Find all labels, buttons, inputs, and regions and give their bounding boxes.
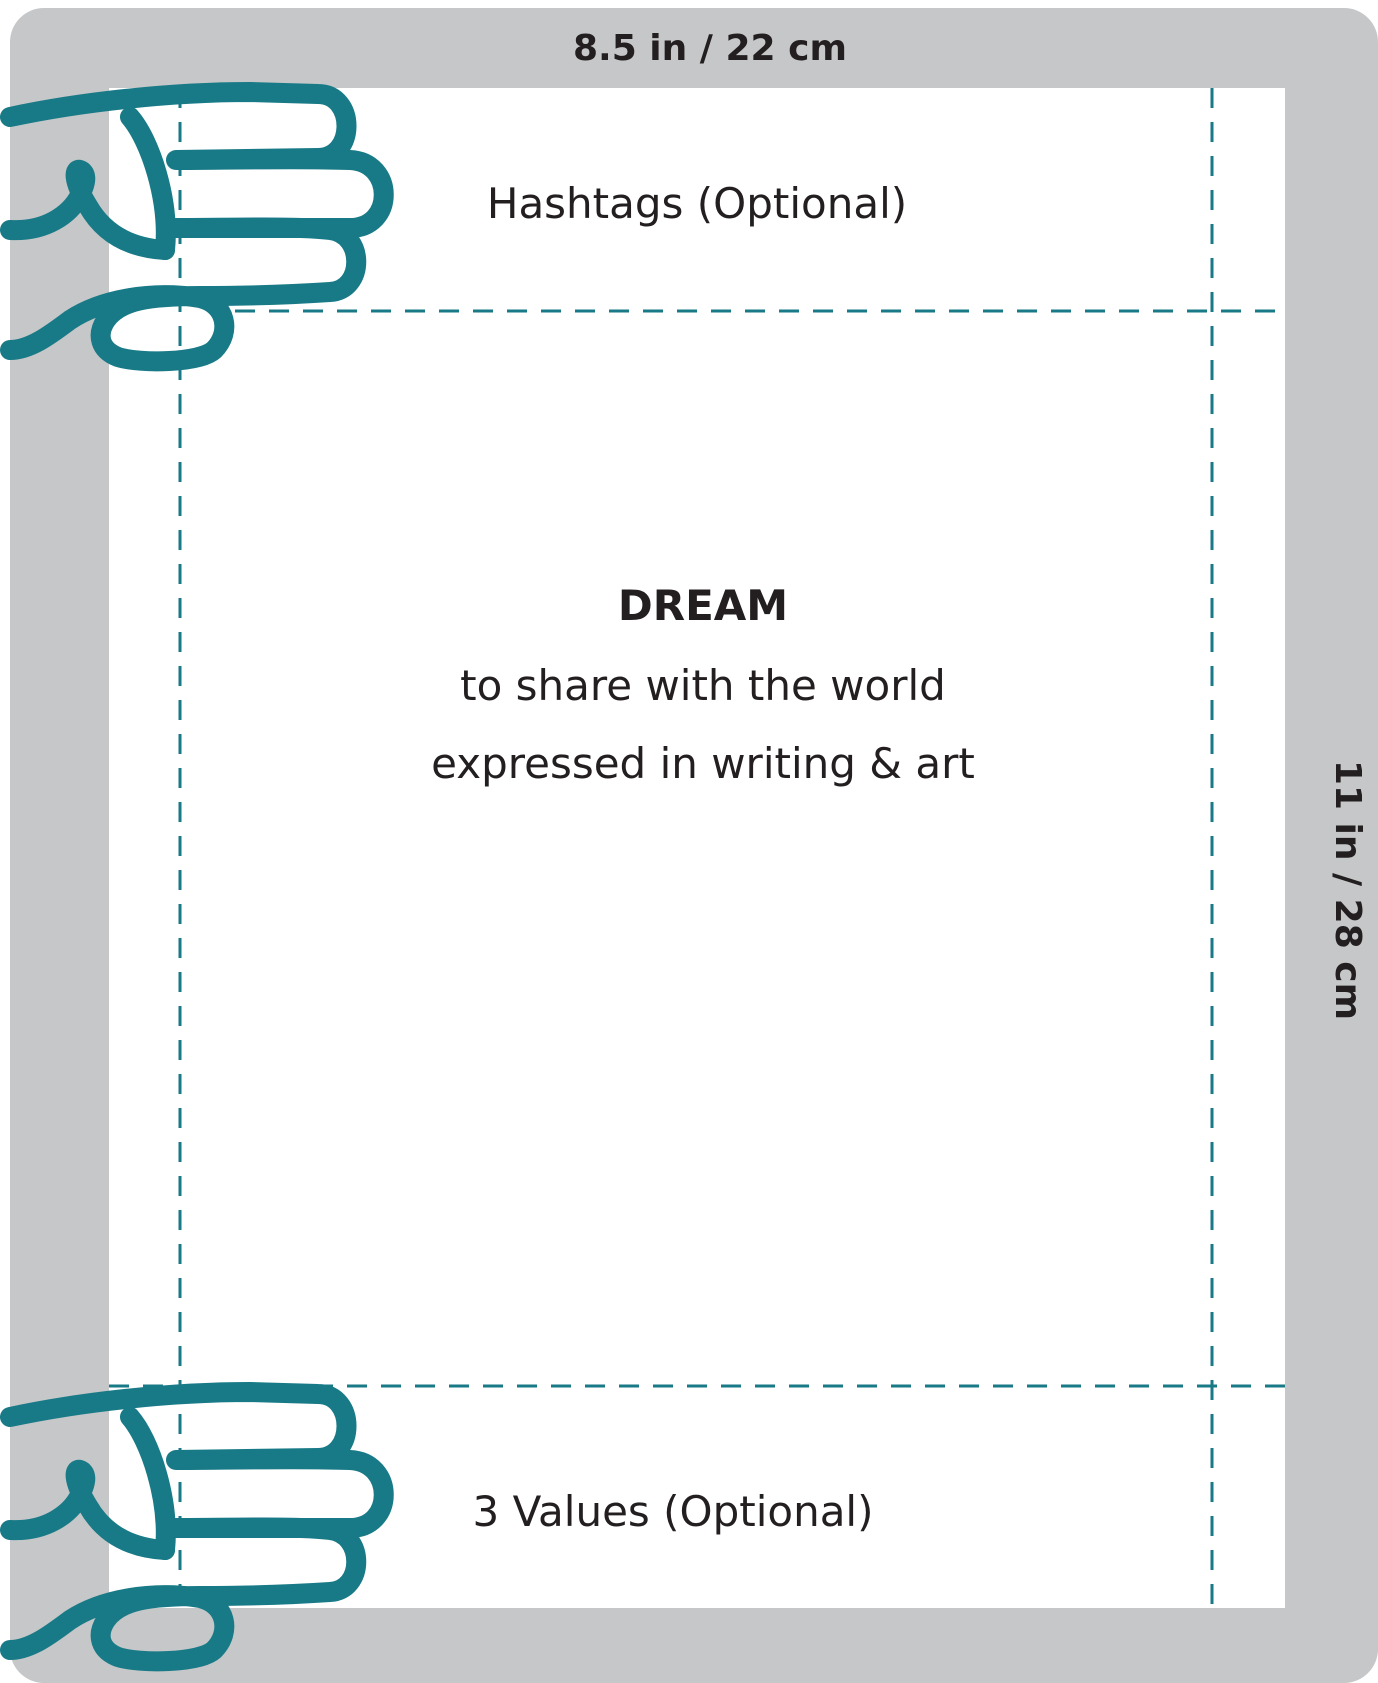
hashtags-label: Hashtags (Optional) (487, 179, 907, 228)
values-label: 3 Values (Optional) (473, 1487, 874, 1536)
hand-icon (0, 82, 394, 372)
dream-line-1: to share with the world (460, 661, 946, 710)
dream-title: DREAM (618, 581, 788, 630)
width-dimension-label: 8.5 in / 22 cm (573, 28, 847, 69)
paper-sheet (109, 88, 1285, 1608)
hand-icon (0, 1382, 394, 1672)
height-dimension-label: 11 in / 28 cm (1327, 760, 1368, 1020)
dream-line-2: expressed in writing & art (431, 739, 975, 788)
